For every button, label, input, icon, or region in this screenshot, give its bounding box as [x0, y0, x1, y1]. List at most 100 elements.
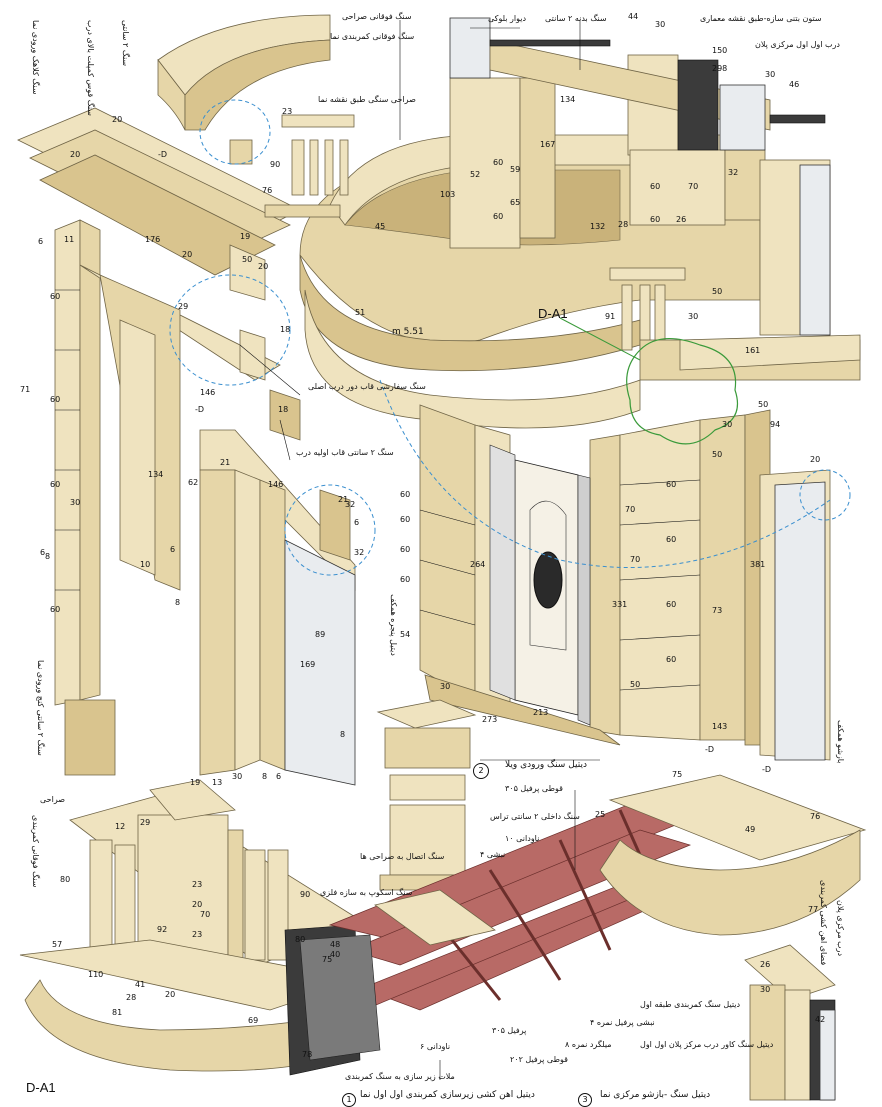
dimension-left_col-17: 20 — [258, 262, 269, 271]
label-stone-cornice-top: سنگ فوقانی کمربندی نما — [330, 32, 415, 41]
dimension-rail-14: 81 — [112, 1008, 123, 1017]
d-mark-1: D- — [158, 150, 168, 159]
dimension-rail-11: 41 — [135, 980, 146, 989]
dimension-entry-2: 30 — [722, 420, 733, 429]
leader-lines — [239, 20, 600, 1080]
label-channel-6: ناودانی ۶ — [420, 1042, 451, 1051]
dimension-entry-18: 70 — [625, 505, 636, 514]
d-mark-2: D- — [195, 405, 205, 414]
label-profile-box: قوطی پرفیل ۳۰۵ — [505, 784, 563, 793]
dimension-rail-2: 23 — [192, 880, 203, 889]
dimension-curve-25: 44 — [628, 12, 639, 21]
label-window-profile: دیتیل پنجره همکف — [388, 594, 398, 656]
dimension-left_col-5: 71 — [20, 385, 31, 394]
dimension-door-1: 146 — [268, 480, 284, 489]
dimension-entry-10: 264 — [470, 560, 486, 569]
dimension-left_col-14: 29 — [178, 302, 189, 311]
dimension-entry-25: 8 — [340, 730, 346, 739]
label-stone-2cm-a: سنگ ۲ سانتی — [121, 20, 130, 67]
dimension-rail-5: 23 — [192, 930, 203, 939]
dimension-left_col-2: 11 — [64, 235, 75, 244]
dimension-curve-26: 30 — [655, 20, 666, 29]
label-profile-305: پرفیل ۳۰۵ — [492, 1026, 527, 1035]
dimension-rail-16: 78 — [302, 1050, 313, 1059]
dimension-entry-12: 381 — [750, 560, 766, 569]
dimension-left_col-22: 10 — [140, 560, 151, 569]
dimension-curve-23: 91 — [605, 312, 616, 321]
dimension-left_col-1: 20 — [70, 150, 81, 159]
label-railing-stone: صراحی سنگی طبق نقشه نما — [318, 95, 416, 104]
dimension-rail-0: 12 — [115, 822, 126, 831]
dimension-left_col-6: 60 — [50, 395, 61, 404]
dimension-left_col-19: 18 — [280, 325, 291, 334]
dimension-steel-6: 30 — [760, 985, 771, 994]
label-door-center: درب مرکزی پلان — [836, 900, 845, 957]
label-stone-cover-door: دیتیل سنگ کاور درب مرکز پلان اول اول — [640, 1040, 774, 1049]
dimension-entry-9: 50 — [630, 680, 641, 689]
dimension-left_col-10: 8 — [45, 552, 51, 561]
dimension-curve-5: 60 — [493, 158, 504, 167]
dimension-left_col-11: 60 — [50, 605, 61, 614]
dimension-curve-15: 32 — [728, 168, 739, 177]
label-angle-4: نبشی ۴ — [480, 850, 506, 859]
dimension-curve-6: 60 — [493, 212, 504, 221]
dimension-entry-0: 60 — [400, 490, 411, 499]
label-balustrade: صراحی — [40, 795, 66, 804]
dimension-rail-19: 40 — [330, 950, 341, 959]
label-column-concrete: ستون بتنی سازه-طبق نقشه معماری — [700, 14, 822, 23]
detail-tag-small: D-A1 — [26, 1080, 56, 1095]
length-551: 5.51 m — [392, 327, 424, 337]
dimension-entry-20: 143 — [712, 722, 728, 731]
dimension-door-8: 19 — [190, 778, 201, 787]
label-profile-box-202: قوطی پرفیل ۲۰۲ — [510, 1055, 568, 1064]
label-center-detail-title: دیتیل سنگ -بازشو مرکزی نما — [600, 1090, 711, 1100]
dimension-curve-18: 26 — [676, 215, 687, 224]
dimension-steel-7: 42 — [815, 1015, 826, 1024]
dimension-curve-4: 103 — [440, 190, 456, 199]
dimension-entry-7: 60 — [666, 655, 677, 664]
dimension-left_col-20: 18 — [278, 405, 289, 414]
curved-coping-stone — [157, 14, 331, 165]
label-steel-detail-title: دیتیل اهن کشی زیرسازی کمربندی اول اول نم… — [360, 1090, 535, 1100]
label-stone-balustrade-top: سنگ فوقانی صراحی — [342, 12, 412, 21]
label-stone-2cm-door: سنگ ۲ سانتی قاب اولیه درب — [296, 448, 394, 457]
dimension-left_col-12: 176 — [145, 235, 161, 244]
label-stone-2cm-entry: سنگ ۲ سانتی کنج ورودی نما — [36, 660, 45, 756]
dimension-entry-3: 50 — [712, 450, 723, 459]
dimension-rail-4: 70 — [200, 910, 211, 919]
entry-door-area — [419, 404, 831, 761]
dimension-curve-21: 30 — [688, 312, 699, 321]
dimension-rail-15: 69 — [248, 1016, 259, 1025]
dimension-door-11: 8 — [262, 772, 268, 781]
dimension-entry-23: 32 — [345, 500, 356, 509]
dimension-curve-0: 23 — [282, 107, 293, 116]
dimension-curve-29: 30 — [765, 70, 776, 79]
dimension-steel-0: 75 — [672, 770, 683, 779]
steel-belt-detail — [299, 774, 867, 1061]
circle-marker-1: 1 — [342, 1093, 356, 1107]
label-connect-railing: سنگ اتصال به صراحی ها — [360, 852, 445, 861]
label-block-wall: دیوار بلوکی — [488, 14, 527, 23]
dimension-rail-9: 80 — [295, 935, 306, 944]
dimension-door-4: 32 — [354, 548, 365, 557]
dimension-door-3: 21 — [338, 495, 349, 504]
dimension-curve-19: 50 — [712, 287, 723, 296]
dimension-curve-2: 76 — [262, 186, 273, 195]
dimension-curve-28: 298 — [712, 64, 728, 73]
dimension-door-10: 30 — [232, 772, 243, 781]
dimension-left_col-13: 20 — [182, 250, 193, 259]
label-rebar-8: میلگرد نمره ۸ — [565, 1040, 612, 1049]
dimension-rail-10: 110 — [88, 970, 104, 979]
dimension-curve-12: 132 — [590, 222, 606, 231]
dimension-curve-24: 50 — [758, 400, 769, 409]
dimension-steel-5: 26 — [760, 960, 771, 969]
dimension-entry-24: 20 — [810, 455, 821, 464]
dimension-left_col-16: 50 — [242, 255, 253, 264]
dimension-curve-20: 51 — [355, 308, 366, 317]
label-stone-top-belt: سنگ فوقانی کمربندی — [31, 815, 40, 888]
dimension-curve-30: 46 — [789, 80, 800, 89]
dimension-curve-22: 161 — [745, 346, 761, 355]
detail-tag-main: D-A1 — [538, 306, 568, 321]
dimension-door-7: 169 — [300, 660, 316, 669]
